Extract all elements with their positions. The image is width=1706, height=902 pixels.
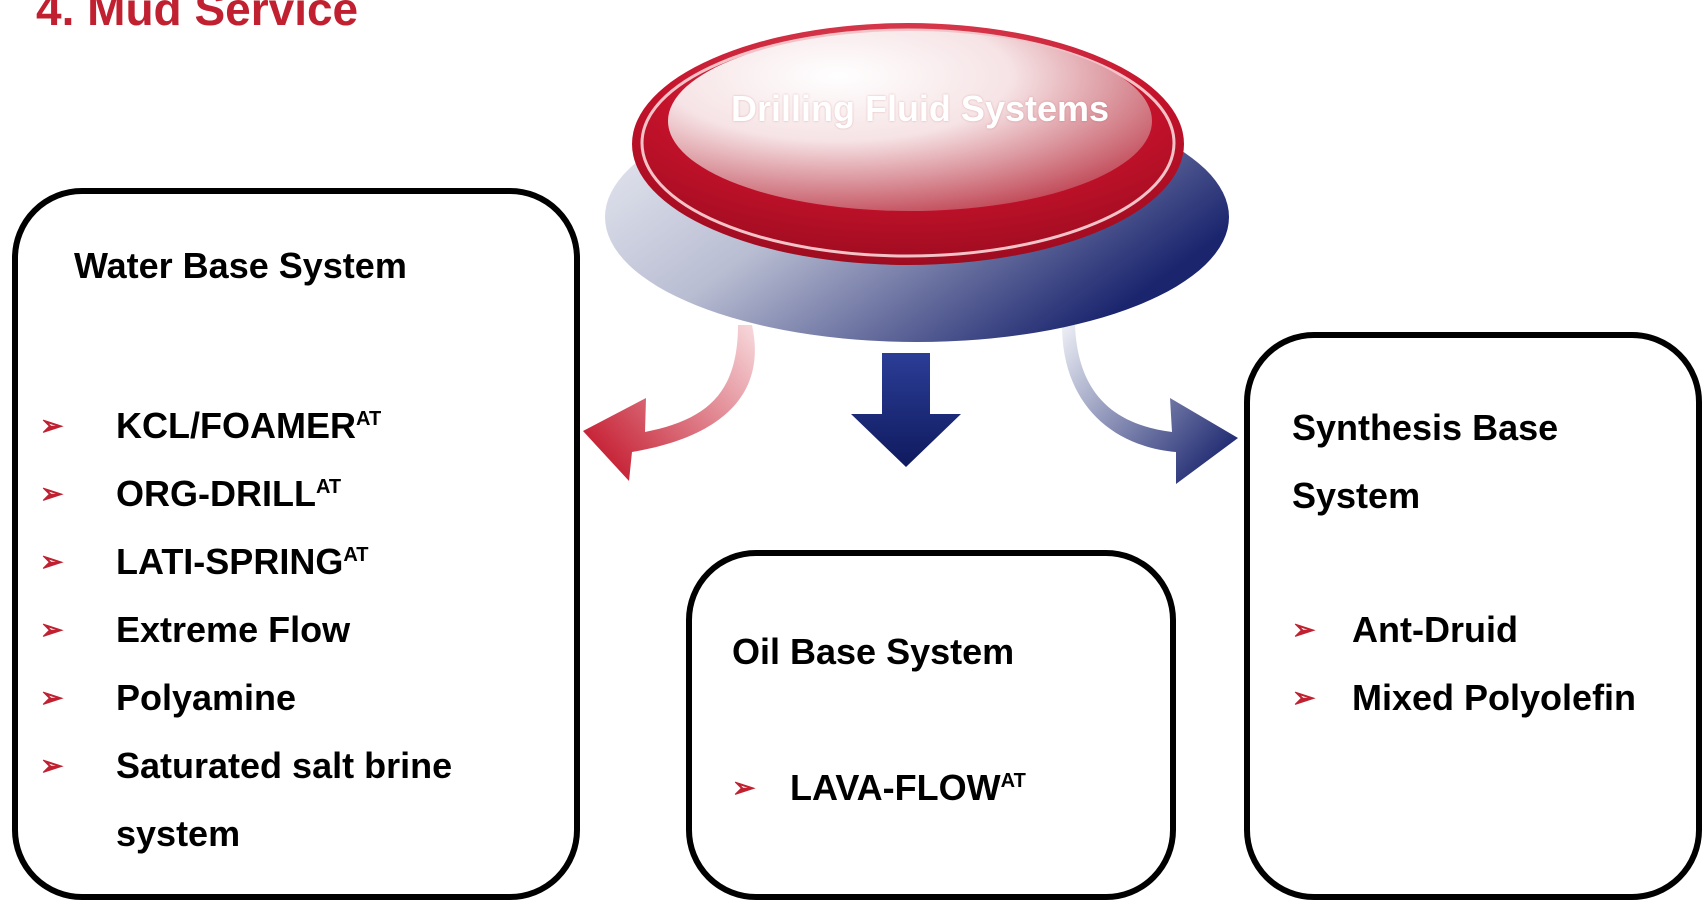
- item-text: Polyamine: [116, 677, 297, 718]
- item-text: system: [116, 813, 241, 854]
- right-curved-arrow: [1062, 325, 1238, 484]
- synthesis-base-system-title: Synthesis Base System: [1292, 407, 1559, 516]
- list-item-continuation: system: [40, 800, 452, 868]
- arrow-bullet-icon: ➢: [732, 772, 756, 803]
- list-item: ➢ ORG-DRILLAT: [40, 460, 452, 528]
- synthesis-base-system-list: ➢ Ant-Druid ➢ Mixed Polyolefin: [1292, 596, 1636, 732]
- hub-disc: [605, 23, 1229, 342]
- arrow-bullet-icon: ➢: [40, 750, 64, 781]
- arrow-bullet-icon: ➢: [40, 614, 64, 645]
- water-base-system-list: ➢KCL/FOAMERAT ➢ORG-DRILLAT ➢LATI-SPRINGA…: [40, 392, 452, 868]
- list-item: ➢ Extreme Flow: [40, 596, 452, 664]
- item-text: Ant-Druid: [1352, 609, 1518, 650]
- arrow-bullet-icon: ➢: [1292, 682, 1316, 713]
- list-item: ➢ KCL/FOAMERAT: [40, 392, 452, 460]
- water-base-system-box: Water Base System ➢KCL/FOAMERAT ➢ORG-DRI…: [12, 188, 580, 900]
- list-item: ➢ Polyamine: [40, 664, 452, 732]
- item-text: Extreme Flow: [116, 609, 351, 650]
- item-text: ORG-DRILL: [116, 473, 316, 514]
- down-arrow: [851, 353, 961, 467]
- list-item: ➢ LAVA-FLOWAT: [732, 754, 1026, 822]
- item-text: LAVA-FLOW: [790, 767, 1001, 808]
- arrow-bullet-icon: ➢: [40, 682, 64, 713]
- arrow-bullet-icon: ➢: [40, 478, 64, 509]
- item-text: LATI-SPRING: [116, 541, 344, 582]
- list-item: ➢ Ant-Druid: [1292, 596, 1636, 664]
- hub-label: Drilling Fluid Systems: [730, 88, 1110, 129]
- list-item: ➢ Mixed Polyolefin: [1292, 664, 1636, 732]
- arrow-bullet-icon: ➢: [40, 410, 64, 441]
- arrow-bullet-icon: ➢: [1292, 614, 1316, 645]
- list-item: ➢ Saturated salt brine: [40, 732, 452, 800]
- list-item: ➢ LATI-SPRINGAT: [40, 528, 452, 596]
- item-superscript: AT: [343, 544, 369, 566]
- oil-base-system-list: ➢ LAVA-FLOWAT: [732, 754, 1026, 822]
- left-curved-arrow: [583, 325, 755, 481]
- item-text: Mixed Polyolefin: [1352, 677, 1637, 718]
- item-superscript: AT: [1000, 770, 1026, 792]
- page-title: 4. Mud Service: [36, 0, 359, 35]
- item-text: KCL/FOAMER: [116, 405, 356, 446]
- oil-base-system-box: Oil Base System ➢ LAVA-FLOWAT: [686, 550, 1176, 900]
- item-text: Saturated salt brine: [116, 745, 453, 786]
- water-base-system-title: Water Base System: [74, 245, 407, 286]
- item-superscript: AT: [355, 408, 382, 430]
- arrow-bullet-icon: ➢: [40, 546, 64, 577]
- item-superscript: AT: [315, 476, 342, 498]
- oil-base-system-title: Oil Base System: [732, 631, 1015, 672]
- synthesis-base-system-box: Synthesis Base System ➢ Ant-Druid ➢ Mixed …: [1244, 332, 1702, 900]
